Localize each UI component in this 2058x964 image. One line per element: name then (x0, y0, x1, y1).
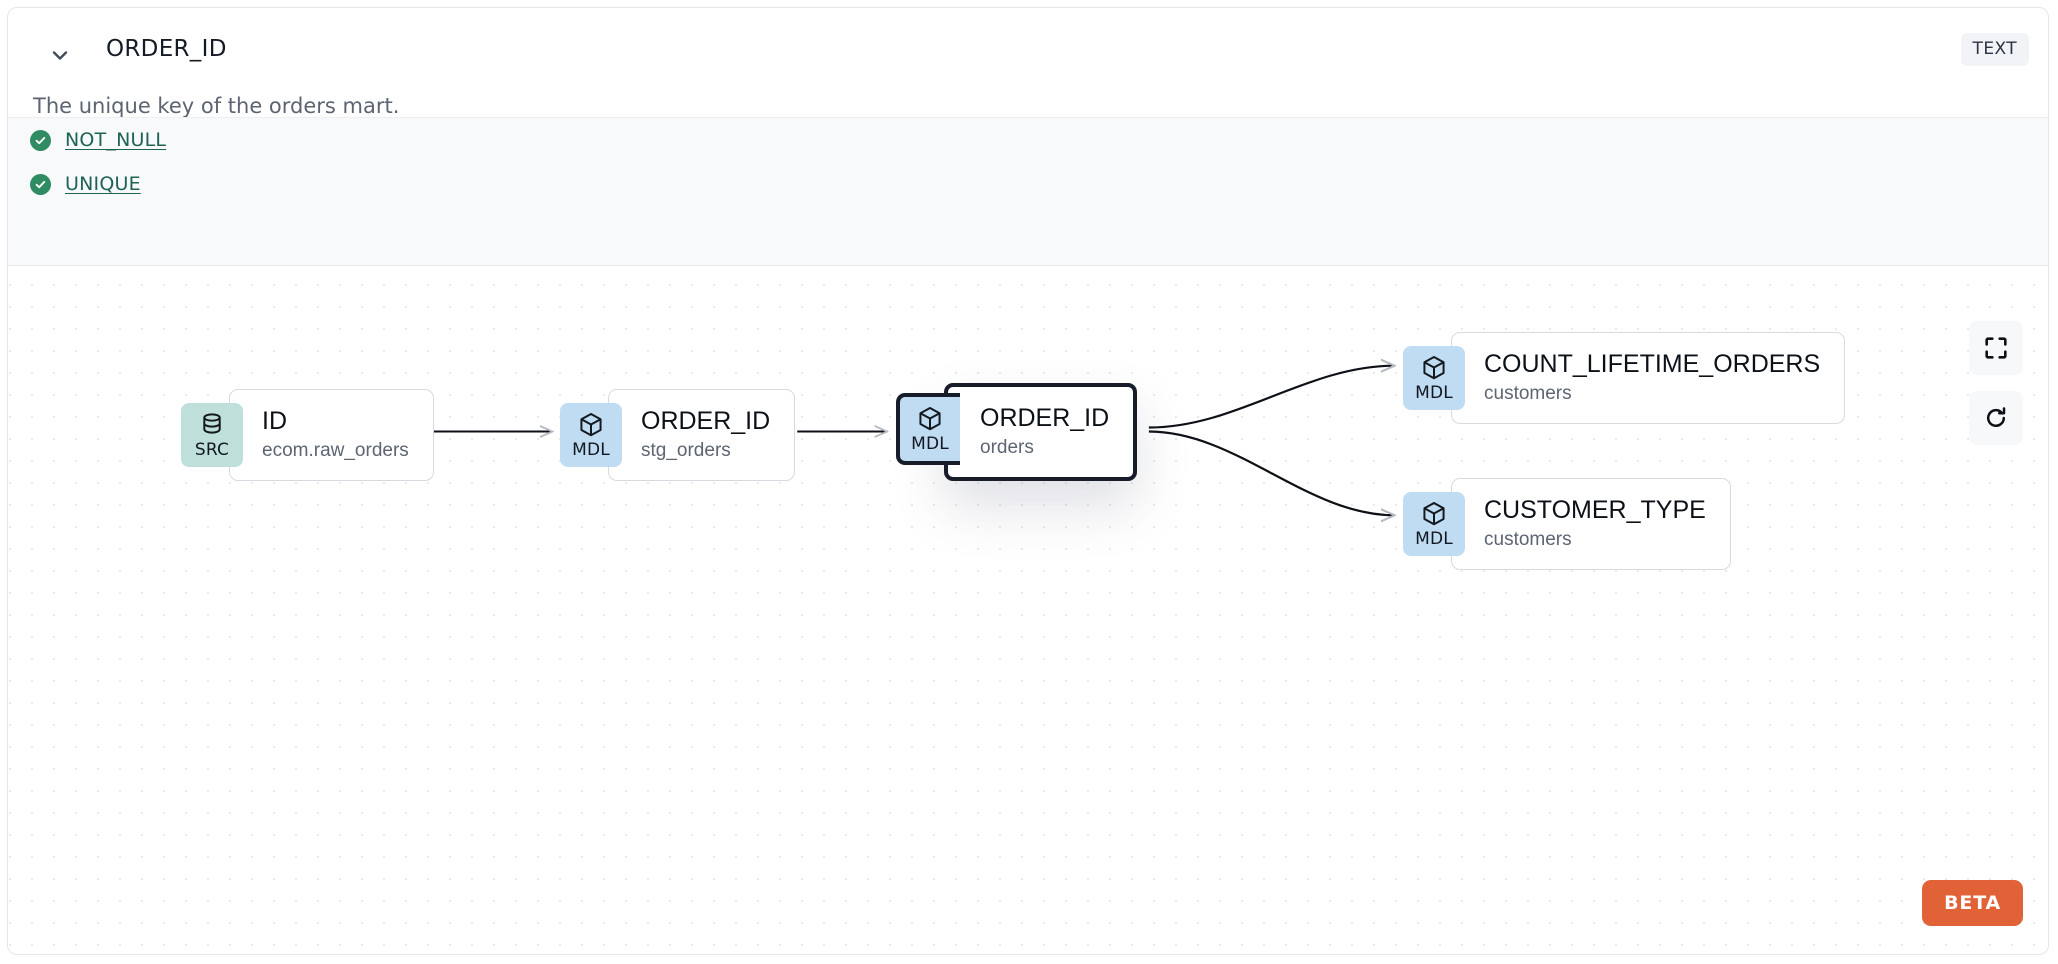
lineage-node-stg-order-id[interactable]: MDL ORDER_ID stg_orders (560, 389, 796, 481)
node-body: CUSTOMER_TYPE customers (1451, 478, 1731, 570)
node-badge-mdl: MDL (1403, 492, 1465, 556)
node-badge-label: MDL (911, 434, 949, 454)
node-badge-src: SRC (181, 403, 243, 467)
node-source: customers (1484, 383, 1572, 404)
page-title: ORDER_ID (106, 36, 227, 62)
column-detail-card: ORDER_ID TEXT The unique key of the orde… (7, 7, 2049, 955)
lineage-node-customer-type[interactable]: MDL CUSTOMER_TYPE customers (1403, 478, 1731, 570)
node-name: ID (262, 407, 287, 435)
chevron-down-icon[interactable] (49, 44, 71, 66)
node-badge-mdl: MDL (896, 393, 960, 465)
node-badge-label: MDL (572, 440, 610, 460)
test-row[interactable]: UNIQUE (30, 173, 141, 195)
node-source: orders (980, 437, 1034, 458)
node-badge-mdl: MDL (1403, 346, 1465, 410)
fullscreen-icon (1985, 337, 2007, 359)
check-circle-icon (30, 173, 51, 195)
cube-icon (580, 413, 602, 437)
edge-orders-to-count-lifetime (1148, 366, 1395, 429)
test-link-not-null[interactable]: NOT_NULL (65, 129, 167, 151)
node-body: ORDER_ID stg_orders (608, 389, 796, 481)
beta-badge: BETA (1922, 880, 2023, 926)
node-body: COUNT_LIFETIME_ORDERS customers (1451, 332, 1846, 424)
node-badge-mdl: MDL (560, 403, 622, 467)
node-name: COUNT_LIFETIME_ORDERS (1484, 350, 1821, 378)
data-type-badge: TEXT (1960, 33, 2029, 66)
canvas-controls (1969, 321, 2023, 445)
column-header: ORDER_ID TEXT The unique key of the orde… (8, 8, 2048, 118)
fit-view-button[interactable] (1969, 321, 2023, 375)
node-body: ID ecom.raw_orders (229, 389, 434, 481)
lineage-graph-canvas[interactable]: SRC ID ecom.raw_orders MDL ORDER_ID stg_… (8, 266, 2048, 954)
column-description: The unique key of the orders mart. (33, 94, 400, 118)
test-row[interactable]: NOT_NULL (30, 129, 166, 151)
node-badge-label: MDL (1415, 529, 1453, 549)
edge-orders-to-customer-type (1148, 430, 1395, 516)
cube-icon (1423, 356, 1445, 380)
database-icon (203, 413, 221, 434)
node-source: customers (1484, 529, 1572, 550)
node-badge-label: MDL (1415, 383, 1453, 403)
node-name: ORDER_ID (980, 404, 1110, 432)
refresh-icon (1986, 407, 2006, 427)
cube-icon (919, 407, 941, 431)
node-name: ORDER_ID (641, 407, 771, 435)
lineage-node-count-lifetime-orders[interactable]: MDL COUNT_LIFETIME_ORDERS customers (1403, 332, 1846, 424)
node-source: stg_orders (641, 440, 731, 461)
lineage-node-orders-order-id[interactable]: MDL ORDER_ID orders (896, 383, 1138, 481)
reset-view-button[interactable] (1969, 391, 2023, 445)
check-circle-icon (30, 129, 51, 151)
node-source: ecom.raw_orders (262, 440, 409, 461)
cube-icon (1423, 502, 1445, 526)
lineage-node-src-id[interactable]: SRC ID ecom.raw_orders (181, 389, 434, 481)
node-name: CUSTOMER_TYPE (1484, 496, 1706, 524)
test-link-unique[interactable]: UNIQUE (65, 173, 141, 195)
tests-panel: NOT_NULL UNIQUE (8, 117, 2048, 266)
node-badge-label: SRC (194, 440, 230, 460)
node-body: ORDER_ID orders (944, 383, 1138, 481)
